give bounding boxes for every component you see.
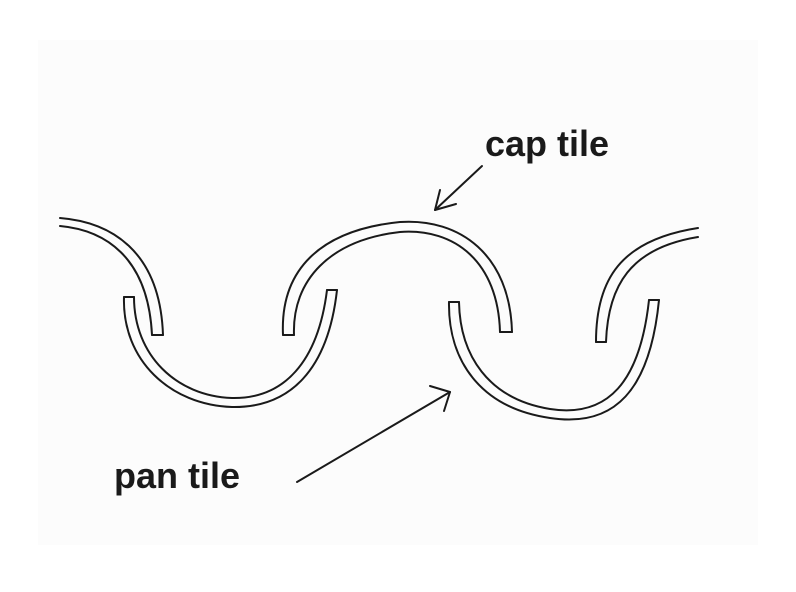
cap-tile-arrow [434, 165, 483, 211]
cap-tile-left-partial [59, 217, 164, 336]
pan-tile-right [447, 299, 660, 421]
pan-tile-label: pan tile [114, 455, 241, 496]
cap-tile-right-partial [595, 227, 699, 343]
cap-tile-label: cap tile [485, 123, 610, 164]
cap-tile-middle [281, 220, 513, 336]
diagram-backdrop [38, 40, 758, 545]
pan-tile-arrow [296, 385, 451, 483]
pan-tile-left [122, 289, 338, 409]
